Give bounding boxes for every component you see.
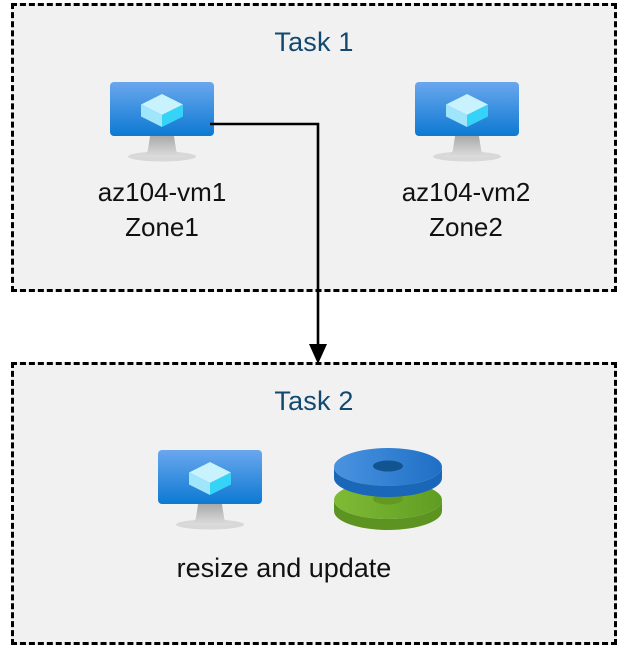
managed-disks-icon: [330, 443, 448, 533]
task-1-title: Task 1: [274, 27, 354, 57]
virtual-machine-icon: [107, 80, 217, 162]
vm1-label: az104-vm1 Zone1: [97, 177, 227, 242]
vm2-label: az104-vm2 Zone2: [401, 177, 531, 242]
task-2-caption: resize and update: [176, 553, 392, 583]
virtual-machine-icon: [412, 80, 522, 162]
task-2-container: [11, 362, 617, 645]
virtual-machine-icon: [155, 448, 265, 530]
task-2-title: Task 2: [274, 386, 354, 416]
